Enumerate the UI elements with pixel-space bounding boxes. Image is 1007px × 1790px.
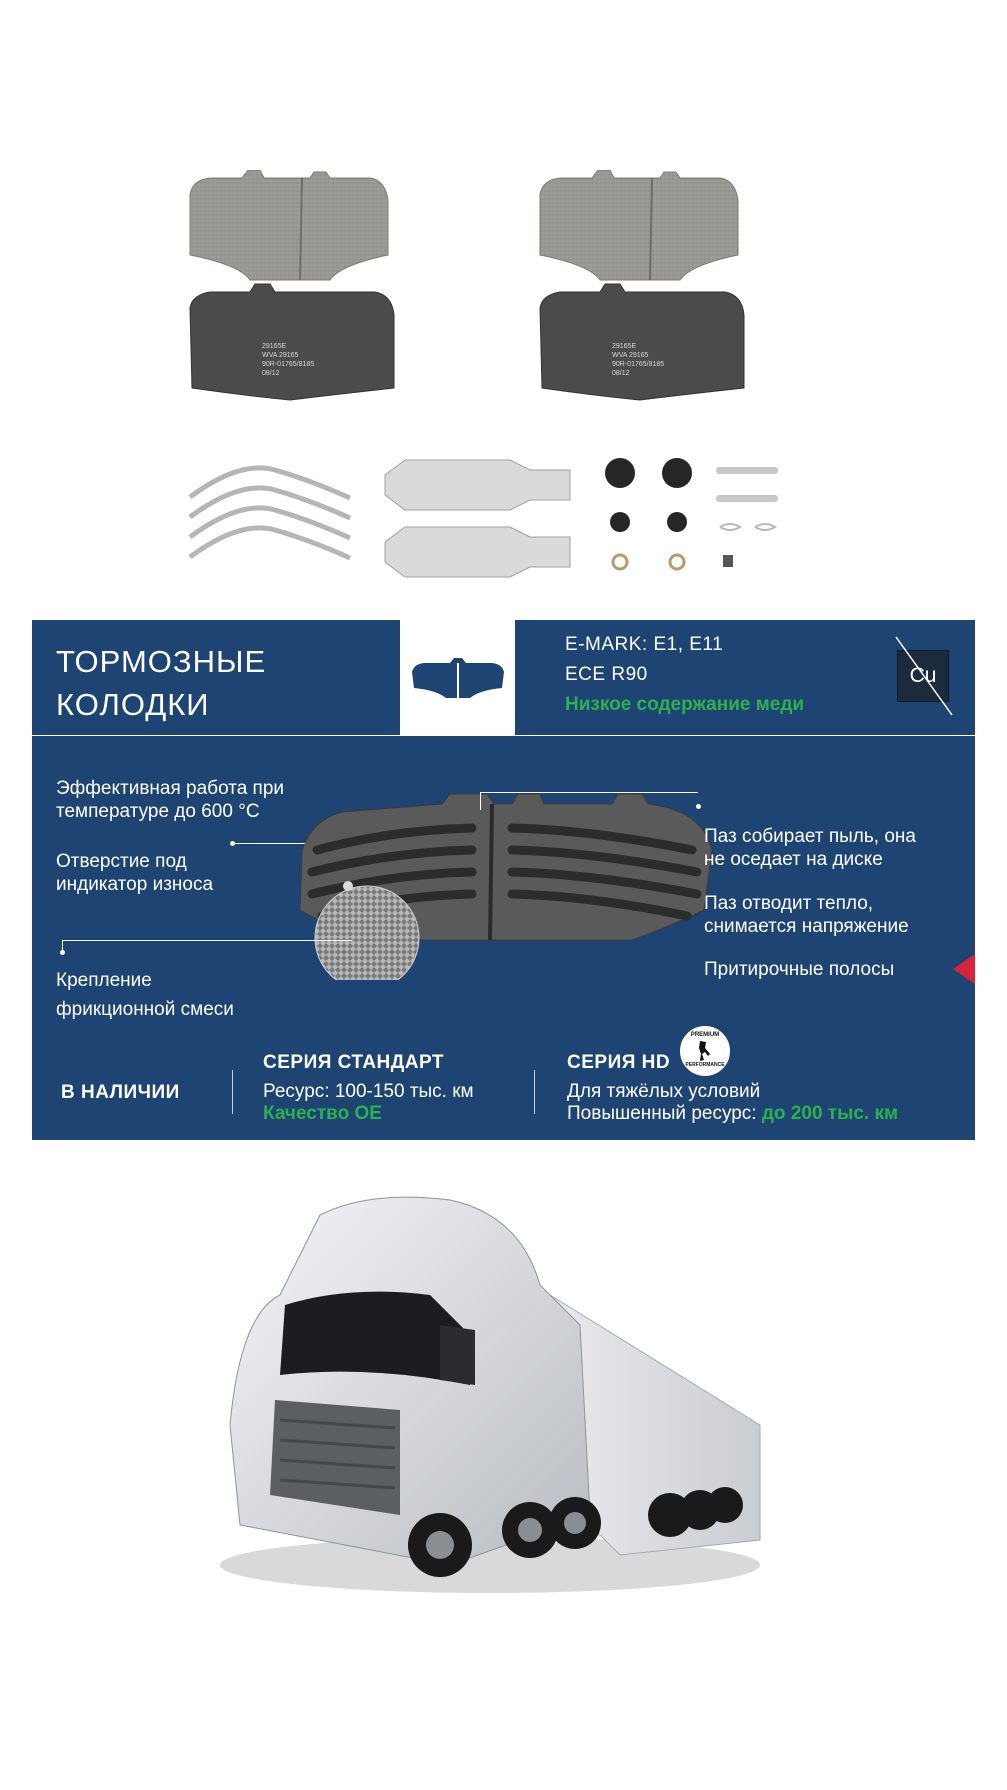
hd-series-resource: Повышенный ресурс: до 200 тыс. км [567, 1103, 898, 1125]
stamp-line: WVA 29165 [612, 352, 649, 359]
feature-bedding-strips: Притирочные полосы [704, 958, 894, 981]
feature-line: Крепление [56, 970, 152, 991]
feature-line: Паз отводит тепло, [704, 893, 874, 914]
pointer-line [62, 940, 63, 952]
red-marker-icon [953, 954, 975, 984]
product-title: ТОРМОЗНЫЕ КОЛОДКИ [56, 640, 266, 726]
stamp-line: 08/12 [612, 370, 630, 377]
feature-temperature: Эффективная работа при температуре до 60… [56, 777, 284, 823]
pointer-dot [230, 841, 235, 846]
stamp-line: 29165E [612, 343, 637, 350]
stamp-line: 08/12 [262, 370, 280, 377]
hd-series-conditions: Для тяжёлых условий [567, 1081, 761, 1102]
feature-wear-indicator: Отверстие под индикатор износа [56, 850, 213, 896]
copper-note: Низкое содержание меди [565, 694, 805, 715]
product-photo: 29165E WVA 29165 90R-01765/8185 08/12 29… [180, 170, 800, 590]
premium-badge-icon: PREMIUM PERFORMANCE [678, 1024, 732, 1078]
feature-dust-slot: Паз собирает пыль, она не оседает на дис… [704, 825, 916, 871]
pointer-line [235, 843, 305, 844]
standard-series-heading: СЕРИЯ СТАНДАРТ [263, 1052, 445, 1073]
pointer-line [62, 940, 352, 941]
header-divider [32, 735, 975, 736]
pointer-dot [60, 950, 65, 955]
emark-text: E-MARK: E1, E11 [565, 634, 724, 655]
feature-line: индикатор износа [56, 874, 214, 895]
ece-text: ECE R90 [565, 664, 648, 685]
stamp-line: 29165E [262, 343, 287, 350]
stamp-line: 90R-01765/8185 [612, 361, 665, 368]
hd-resource-value: до 200 тыс. км [761, 1103, 899, 1124]
truck-photo [200, 1185, 800, 1615]
badge-text: PERFORMANCE [685, 1062, 725, 1068]
stamp-line: WVA 29165 [262, 352, 299, 359]
pointer-line [480, 792, 481, 810]
availability-label: В НАЛИЧИИ [61, 1082, 180, 1103]
hd-resource-prefix: Повышенный ресурс: [567, 1103, 757, 1124]
standard-series-quality: Качество OE [263, 1103, 382, 1124]
pad-thumbnail [400, 620, 515, 735]
footer-divider [232, 1070, 233, 1114]
feature-heat-slot: Паз отводит тепло, снимается напряжение [704, 892, 909, 938]
info-banner: ТОРМОЗНЫЕ КОЛОДКИ E-MARK: E1, E11 ECE R9… [32, 620, 975, 1140]
feature-line: Отверстие под [56, 851, 187, 872]
standard-series-resource: Ресурс: 100-150 тыс. км [263, 1081, 474, 1102]
feature-line: Эффективная работа при [56, 778, 285, 799]
pointer-line [480, 792, 698, 793]
stamp-line: 90R-01765/8185 [262, 361, 315, 368]
feature-line: Паз собирает пыль, она [704, 826, 916, 847]
title-line: КОЛОДКИ [56, 687, 210, 722]
feature-line: Притирочные полосы [704, 959, 895, 980]
footer-divider [534, 1070, 535, 1114]
title-line: ТОРМОЗНЫЕ [56, 644, 267, 679]
feature-line: не оседает на диске [704, 849, 883, 870]
feature-line: снимается напряжение [704, 916, 909, 937]
brake-pad-illustration [272, 790, 732, 980]
hd-series-heading: СЕРИЯ HD [567, 1052, 671, 1073]
pad-stamp-right: 29165E WVA 29165 90R-01765/8185 08/12 [612, 342, 664, 378]
feature-line: температуре до 600 °C [56, 801, 260, 822]
badge-text: PREMIUM [690, 1032, 720, 1038]
feature-friction-mount: Крепление фрикционной смеси [56, 966, 234, 1024]
low-copper-icon: Cu [895, 636, 953, 716]
pad-stamp-left: 29165E WVA 29165 90R-01765/8185 08/12 [262, 342, 314, 378]
pointer-dot [696, 804, 701, 809]
feature-line: фрикционной смеси [56, 999, 234, 1020]
